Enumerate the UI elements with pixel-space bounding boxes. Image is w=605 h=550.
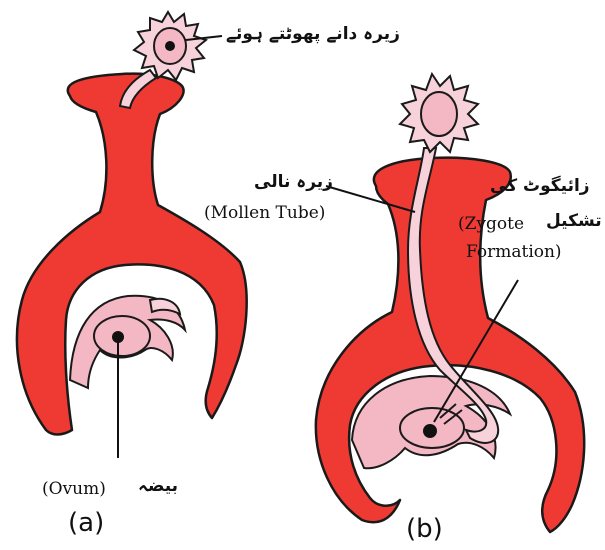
label-zygote-en-2: Formation) — [466, 244, 562, 261]
label-zygote-urdu-2: تشکیل — [546, 213, 602, 230]
label-ovum-en: (Ovum) — [42, 481, 106, 498]
label-tube-urdu: زیرہ نالی — [254, 174, 333, 191]
flower-b — [316, 74, 584, 532]
zygote-nucleus-b — [423, 424, 437, 438]
flower-a — [17, 12, 247, 435]
label-zygote-urdu-1: زائیگوٹ کی — [490, 178, 590, 195]
label-zygote-en-1: (Zygote — [458, 216, 524, 233]
ovary-b — [316, 158, 584, 532]
label-tube-en: (Mollen Tube) — [204, 205, 325, 222]
caption-b: (b) — [406, 516, 443, 542]
label-pollen-urdu: زیرہ دانے پھوٹتے ہوئے — [226, 26, 400, 43]
caption-a: (a) — [68, 510, 104, 536]
pollen-grain-inner-b — [421, 92, 457, 136]
label-ovum-urdu: بیضہ — [138, 478, 178, 495]
pollen-nucleus-a — [165, 41, 175, 51]
ovary-a — [17, 74, 247, 435]
